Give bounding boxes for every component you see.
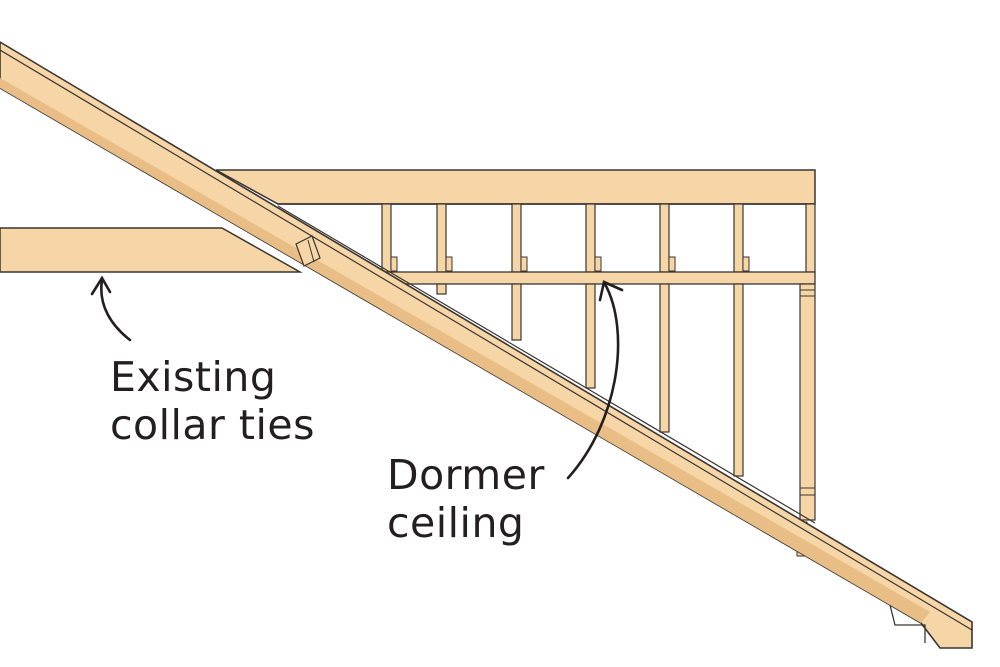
dormer-header-beam (215, 169, 816, 205)
dormer-ceiling-leader-arrow (566, 280, 624, 480)
dormer-ceiling-joist (381, 256, 816, 285)
upper-studs (381, 203, 816, 273)
collar-ties-label: Existing collar ties (110, 353, 315, 449)
dormer-ceiling-label-line2: ceiling (387, 499, 525, 547)
collar-ties-label-line1: Existing (110, 353, 277, 401)
dormer-ceiling-label: Dormer ceiling (387, 451, 545, 547)
lower-studs (436, 283, 816, 521)
dormer-ceiling-label-line1: Dormer (387, 451, 545, 499)
collar-tie-block (295, 235, 321, 267)
collar-ties-leader-arrow (90, 275, 132, 342)
collar-tie (0, 227, 303, 273)
sister-rafter (277, 205, 816, 524)
main-rafter (0, 41, 973, 649)
collar-ties-label-line2: collar ties (110, 401, 315, 449)
